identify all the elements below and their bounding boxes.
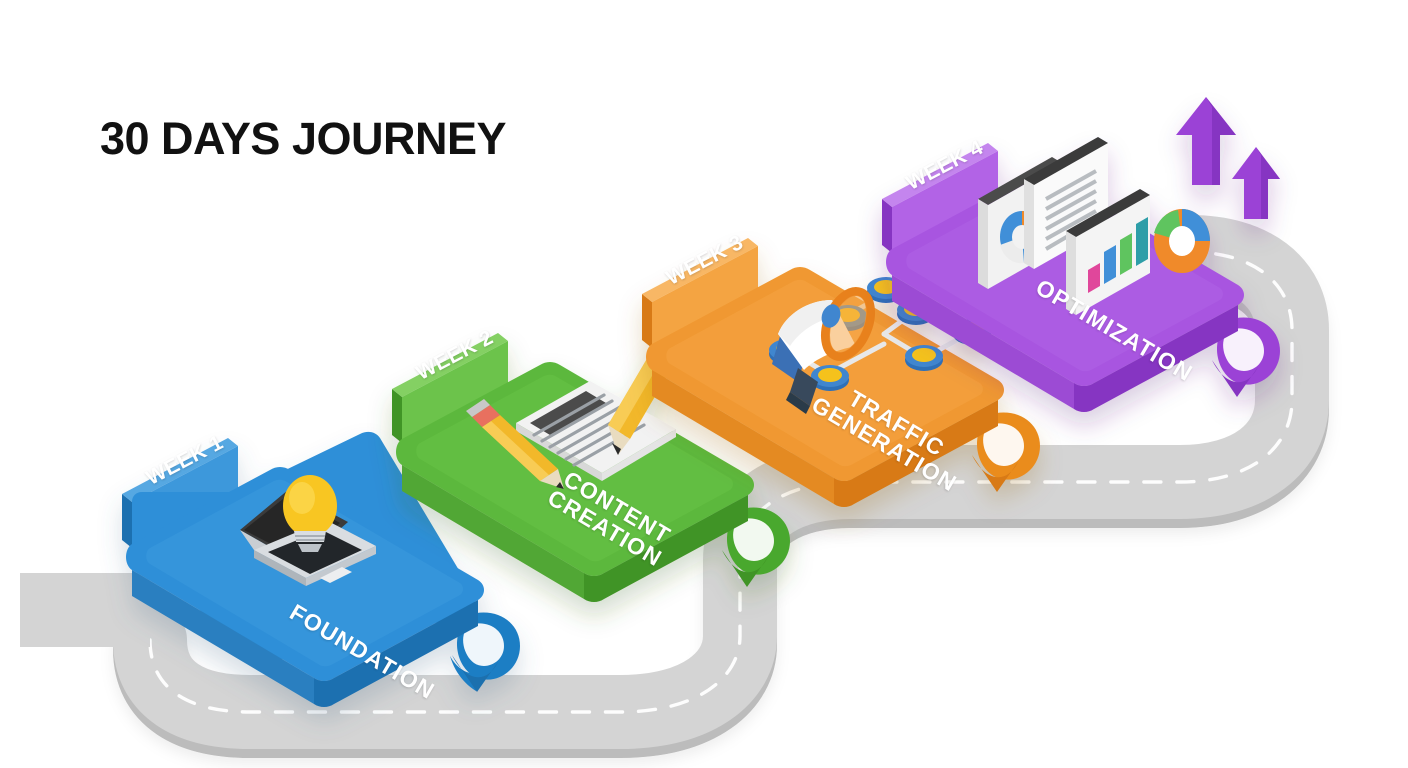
growth-arrow-large	[1176, 97, 1236, 185]
page-title: 30 DAYS JOURNEY	[100, 113, 507, 164]
map-pin-week-4	[1212, 317, 1280, 397]
report-card	[1024, 137, 1108, 269]
milestone-week-2[interactable]: WEEK 2 CONTENT CREATION	[390, 326, 810, 635]
map-pin-week-2	[722, 507, 790, 587]
bar-chart-card	[1066, 189, 1150, 315]
milestone-week-4[interactable]: WEEK 4 OPTIMIZATION	[880, 97, 1300, 445]
donut-chart-right	[1154, 209, 1210, 273]
lightbulb-icon	[283, 475, 337, 552]
analytics-charts-icon	[978, 97, 1280, 315]
week-backplate-week-2	[392, 333, 508, 443]
laptop-lightbulb-icon	[240, 475, 376, 586]
milestone-week-3[interactable]: WEEK 3 TRAFFIC GENERATION	[640, 231, 1060, 540]
map-pin-week-1	[450, 612, 520, 692]
growth-arrow-small	[1232, 147, 1280, 219]
megaphone-icon	[772, 287, 875, 414]
milestone-week-1[interactable]: WEEK 1 FOUNDATION	[120, 431, 540, 740]
week-backplate-week-4	[882, 143, 998, 253]
map-pin-week-3	[972, 412, 1040, 492]
week-backplate-week-3	[642, 238, 758, 348]
pencil-icon-2	[466, 399, 564, 489]
